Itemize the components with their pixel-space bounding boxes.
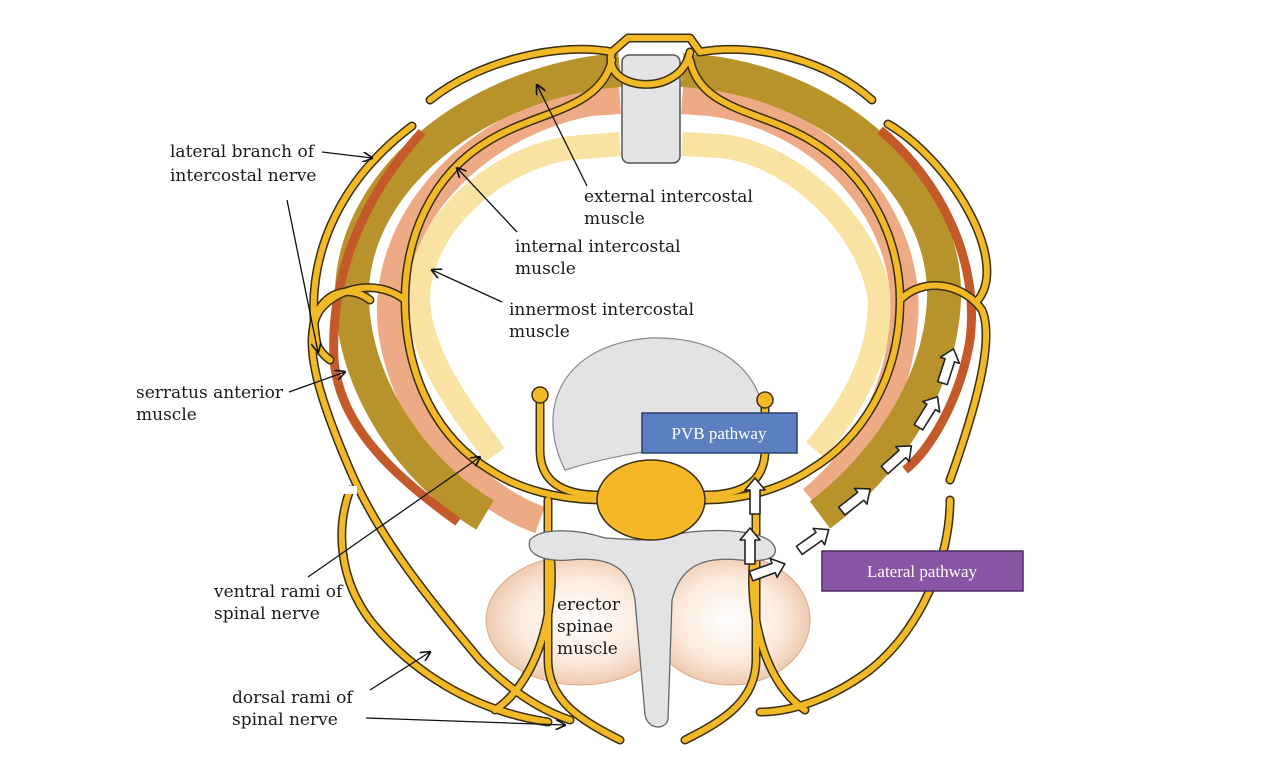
nerve-network: [307, 33, 992, 745]
label-dorsal-rami: dorsal rami of spinal nerve: [232, 688, 358, 730]
lateral-pathway-label: Lateral pathway: [867, 562, 977, 581]
pvb-pathway-box: PVB pathway: [641, 412, 798, 454]
spinal-cord: [596, 459, 706, 541]
lateral-arrow-2: [795, 527, 830, 556]
pvb-pathway-label: PVB pathway: [672, 424, 767, 443]
label-internal-intercostal: internal intercostal muscle: [515, 237, 686, 279]
lateral-arrow-6: [936, 348, 961, 386]
pvb-arrow-1: [739, 527, 761, 565]
nerve-end-right: [756, 391, 774, 409]
lateral-arrow-4: [880, 445, 913, 475]
label-innermost-intercostal: innermost intercostal muscle: [509, 300, 700, 342]
innermost-intercostal-muscle: [405, 132, 893, 462]
label-ventral-rami: ventral rami of spinal nerve: [213, 582, 348, 624]
serratus-anterior-right: [877, 126, 976, 474]
lateral-arrow-3: [837, 487, 871, 516]
lateral-arrow-1: [748, 557, 786, 582]
labels: lateral branch of intercostal nerve exte…: [136, 142, 758, 730]
label-erector-spinae: erector spinae muscle: [557, 595, 625, 659]
label-lateral-branch: lateral branch of intercostal nerve: [170, 142, 319, 186]
sternum: [621, 54, 681, 164]
label-serratus-anterior: serratus anterior muscle: [136, 383, 288, 425]
pvb-arrow-2: [744, 477, 766, 515]
lateral-arrow-5: [913, 395, 941, 431]
spread-arrows: [739, 348, 961, 582]
nerve-end-left: [531, 386, 549, 404]
label-external-intercostal: external intercostal muscle: [584, 187, 758, 229]
lateral-pathway-box: Lateral pathway: [821, 550, 1024, 592]
leader-lines: [286, 85, 588, 725]
